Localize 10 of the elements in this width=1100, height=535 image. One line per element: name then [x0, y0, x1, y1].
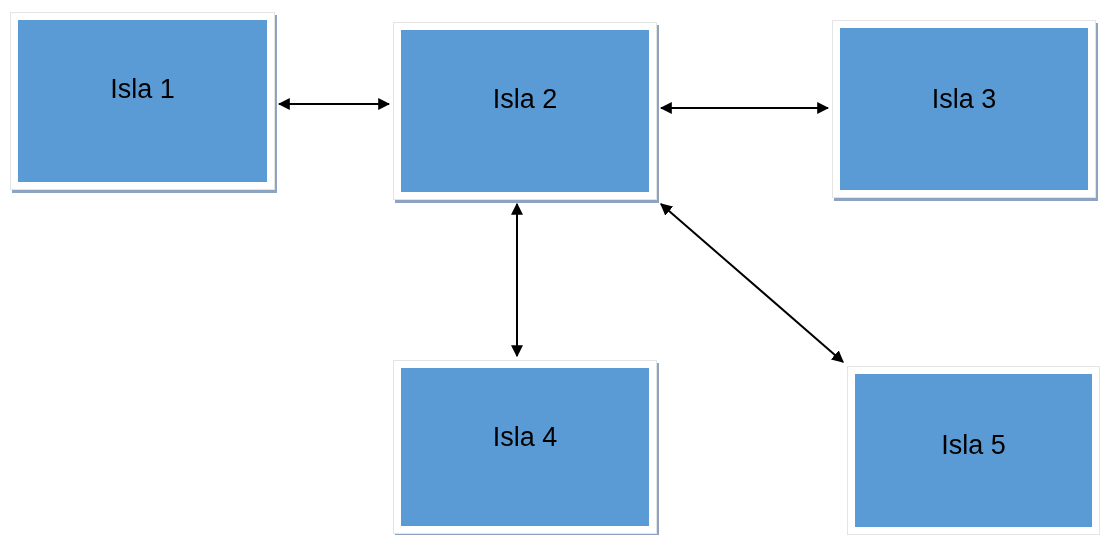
- island-label: Isla 5: [941, 432, 1006, 459]
- island-label: Isla 2: [492, 86, 558, 113]
- double-arrow: [511, 202, 523, 358]
- island-label: Isla 1: [110, 76, 175, 103]
- double-arrow: [277, 98, 391, 110]
- island-label: Isla 3: [931, 86, 997, 113]
- island-label: Isla 4: [492, 424, 558, 451]
- double-arrow: [659, 102, 830, 114]
- island-frame: [847, 366, 1100, 535]
- double-arrow: [660, 203, 844, 363]
